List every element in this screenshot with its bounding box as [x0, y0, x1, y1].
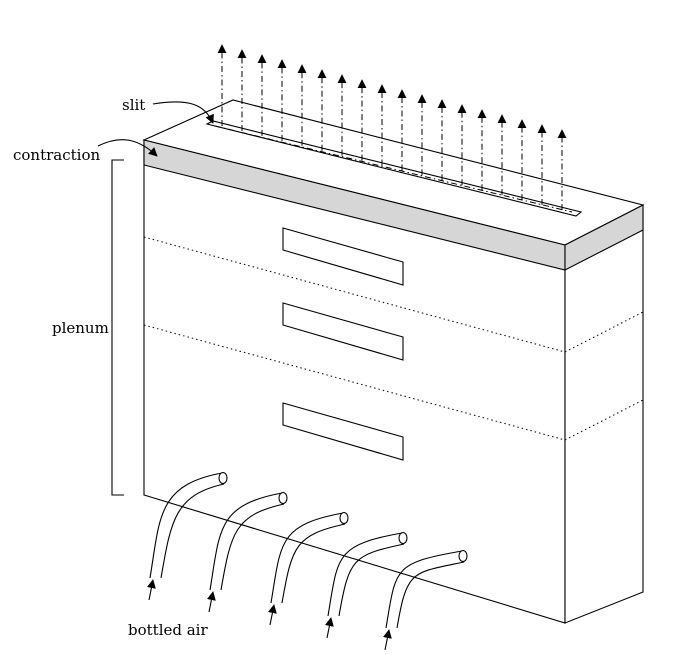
- screen-slot-1: [282, 227, 404, 286]
- contraction-band-side: [564, 204, 644, 271]
- screen-slot-3: [282, 402, 404, 461]
- box-right-face: [564, 204, 644, 624]
- air-inlet-tubes: [146, 471, 468, 651]
- air-tube: [146, 471, 228, 601]
- air-tube: [267, 511, 349, 626]
- plenum-label: plenum: [52, 319, 109, 337]
- air-tube: [324, 531, 408, 639]
- stage-divider-2-side: [564, 399, 644, 441]
- air-tube: [206, 491, 288, 613]
- screen-slot-2: [282, 302, 404, 361]
- slit-label: slit: [122, 96, 145, 114]
- outflow-arrows: [217, 44, 567, 210]
- stage-divider-2-front: [143, 324, 566, 441]
- stage-divider-1-front: [143, 236, 566, 353]
- bottled-air-label: bottled air: [128, 621, 208, 639]
- air-tube: [382, 549, 468, 651]
- contraction-leader: [97, 139, 158, 157]
- plenum-bracket: [111, 159, 124, 496]
- slit-leader: [152, 101, 214, 124]
- slit-centerline: [214, 125, 573, 213]
- contraction-label: contraction: [13, 146, 100, 164]
- stage-divider-1-side: [564, 311, 644, 353]
